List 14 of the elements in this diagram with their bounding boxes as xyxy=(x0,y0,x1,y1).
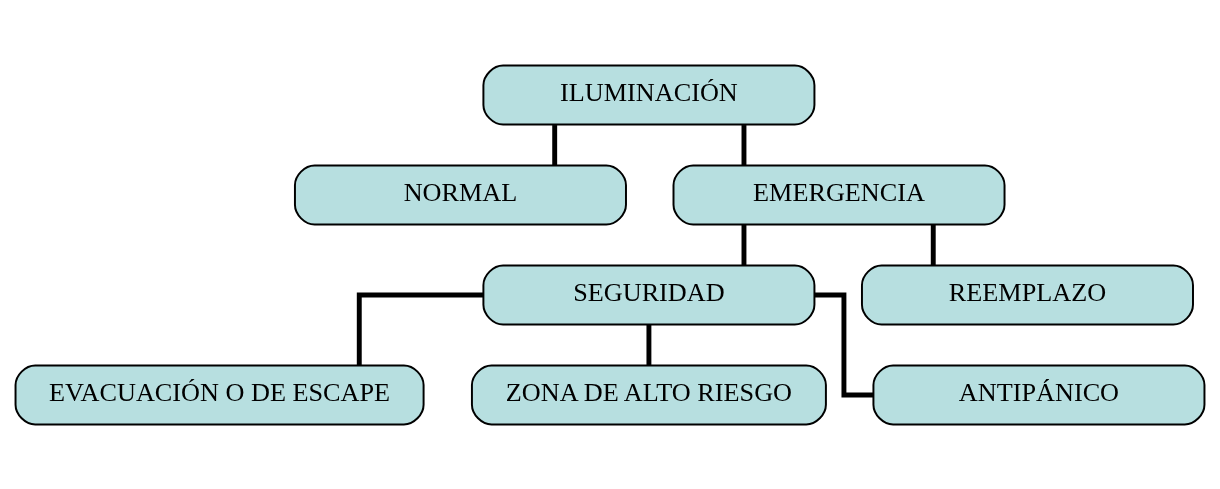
node-box: SEGURIDAD xyxy=(482,264,816,325)
node-box: REEMPLAZO xyxy=(860,264,1194,325)
node-box: EMERGENCIA xyxy=(672,164,1006,225)
node-box: ZONA DE ALTO RIESGO xyxy=(470,363,827,425)
connector xyxy=(552,124,558,165)
connector xyxy=(356,292,484,365)
node-box: ILUMINACIÓN xyxy=(482,64,816,126)
connector xyxy=(646,324,652,365)
node-box: NORMAL xyxy=(293,164,627,225)
connector xyxy=(741,224,747,265)
node-box: ANTIPÁNICO xyxy=(872,363,1206,425)
node-box: EVACUACIÓN O DE ESCAPE xyxy=(14,363,425,425)
connector xyxy=(741,124,747,165)
connector xyxy=(930,224,936,265)
